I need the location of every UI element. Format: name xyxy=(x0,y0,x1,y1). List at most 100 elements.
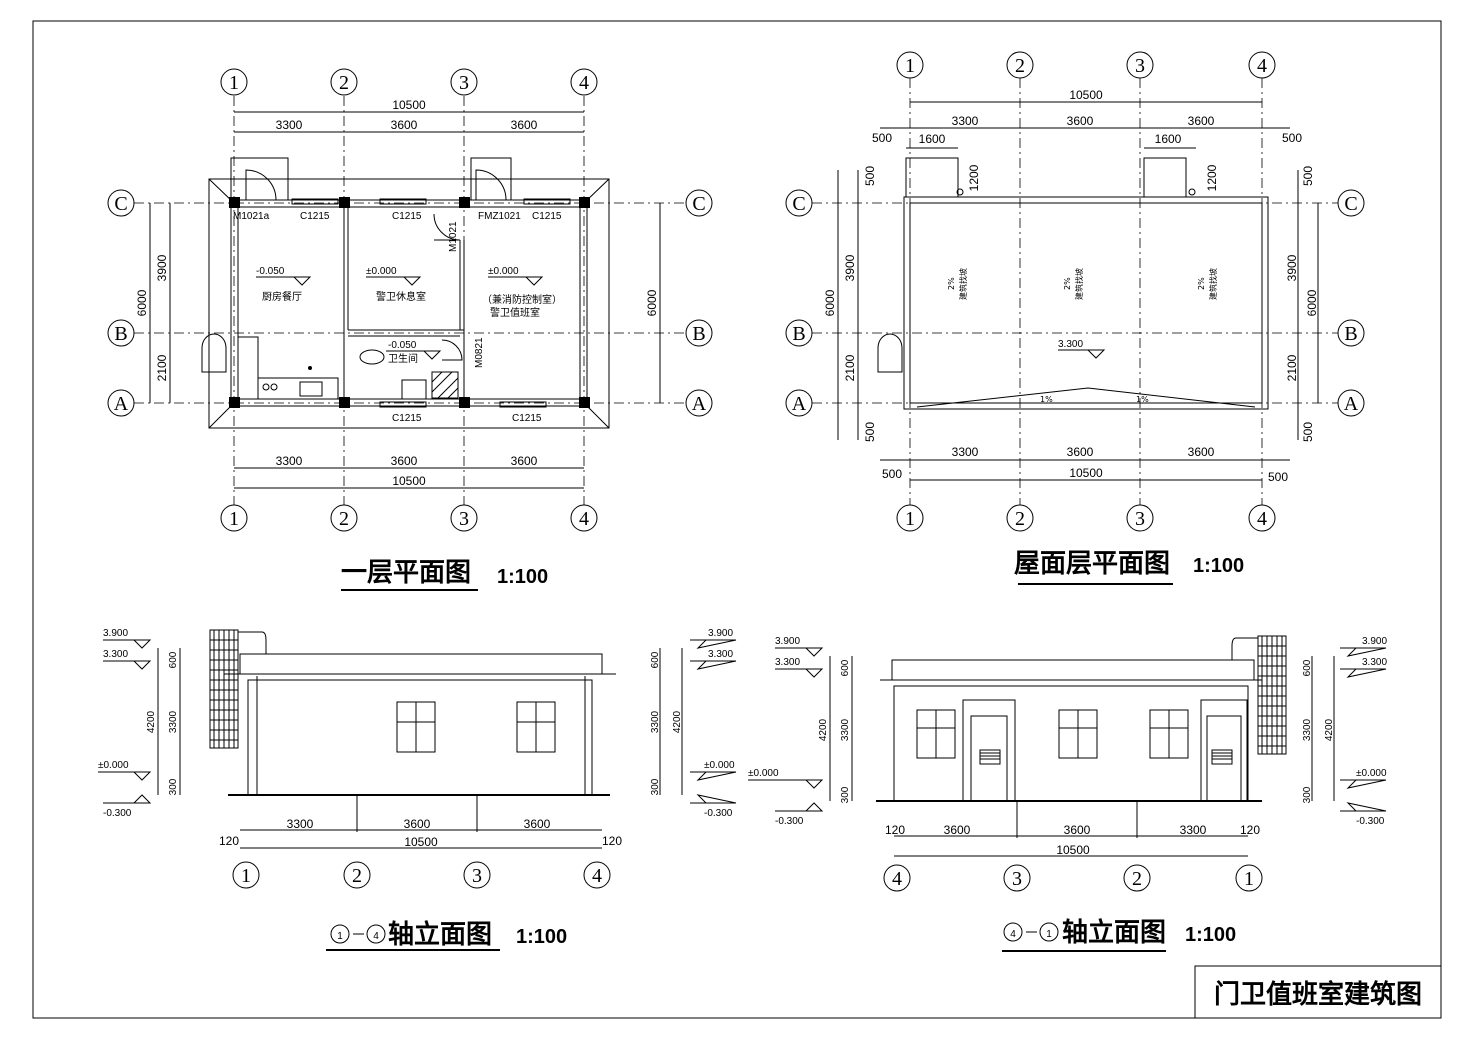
dim-depth: 6000 xyxy=(645,289,659,316)
roof-slope: 2% xyxy=(947,277,956,290)
sheet-border xyxy=(32,20,1442,1019)
axis-a: A xyxy=(692,393,707,415)
level-top: 3.900 xyxy=(103,628,128,639)
room-rest: 警卫休息室 xyxy=(376,290,426,303)
dim-wall: 120 xyxy=(1240,823,1260,837)
dim-ca: 3900 xyxy=(843,254,857,281)
dim-canopy-d: 1200 xyxy=(1205,164,1219,191)
room-kitchen: 厨房餐厅 xyxy=(262,290,302,303)
elevation2-scale: 1:100 xyxy=(1185,924,1236,946)
axis-4: 4 xyxy=(592,865,602,887)
door-label-m0821: M0821 xyxy=(474,337,485,368)
dim-floor: 3300 xyxy=(650,710,661,733)
axis-4: 4 xyxy=(1257,55,1267,77)
elevation1-scale: 1:100 xyxy=(516,926,567,948)
axis-3: 3 xyxy=(1135,508,1145,530)
axis-2: 2 xyxy=(1015,508,1025,530)
elevation1-title: 轴立面图 xyxy=(388,919,492,950)
level-ground: ±0.000 xyxy=(98,760,129,771)
roof-slope-note: 建筑找坡 xyxy=(1074,268,1084,300)
axis-c: C xyxy=(792,193,805,215)
dim-bay3: 3600 xyxy=(511,118,538,132)
plan-title: 一层平面图 xyxy=(341,558,471,588)
level-top: 3.900 xyxy=(708,628,733,639)
title-axis-from: 4 xyxy=(1010,929,1016,940)
dim-bay2: 3600 xyxy=(1067,445,1094,459)
axis-3: 3 xyxy=(472,865,482,887)
title-axis-from: 1 xyxy=(337,931,343,942)
axis-2: 2 xyxy=(1132,868,1142,890)
axis-2: 2 xyxy=(1015,55,1025,77)
roof-slope: 2% xyxy=(1063,277,1072,290)
plan-scale: 1:100 xyxy=(497,566,548,588)
roof-slope-note: 建筑找坡 xyxy=(958,268,968,300)
dim-bay1: 3300 xyxy=(1180,823,1207,837)
window-label: C1215 xyxy=(392,413,422,424)
axis-4: 4 xyxy=(579,508,589,530)
axis-1: 1 xyxy=(229,72,239,94)
room-wc: 卫生间 xyxy=(388,352,418,365)
dim-overhang: 500 xyxy=(1301,422,1315,442)
dim-bay1: 3300 xyxy=(276,118,303,132)
dim-height: 4200 xyxy=(818,718,829,741)
dim-height: 4200 xyxy=(672,710,683,733)
dim-bay2: 3600 xyxy=(404,817,431,831)
dim-ab: 2100 xyxy=(1285,354,1299,381)
dim-parapet: 600 xyxy=(650,651,661,668)
title-axis-to: 1 xyxy=(1046,929,1052,940)
axis-2: 2 xyxy=(339,72,349,94)
roof-slope-note: 建筑找坡 xyxy=(1208,268,1218,300)
title-axis-to: 4 xyxy=(373,931,379,942)
dim-bay1: 3300 xyxy=(287,817,314,831)
dim-parapet: 600 xyxy=(840,659,851,676)
dim-height: 4200 xyxy=(146,710,157,733)
elevation-kitchen: -0.050 xyxy=(256,266,285,277)
dim-bay3: 3600 xyxy=(944,823,971,837)
dim-overhang: 500 xyxy=(863,422,877,442)
axis-1: 1 xyxy=(905,55,915,77)
axis-b: B xyxy=(114,323,127,345)
dim-total: 10500 xyxy=(1069,88,1103,102)
dim-height: 4200 xyxy=(1324,718,1335,741)
level-ground: ±0.000 xyxy=(748,768,779,779)
dim-bay1: 3300 xyxy=(952,445,979,459)
window-label: C1215 xyxy=(512,413,542,424)
roof-plan-scale: 1:100 xyxy=(1193,555,1244,577)
window-label: C1215 xyxy=(392,211,422,222)
dim-bay2: 3600 xyxy=(1064,823,1091,837)
roof-plan-title: 屋面层平面图 xyxy=(1014,549,1170,579)
dim-floor: 3300 xyxy=(1302,718,1313,741)
dim-overhang: 500 xyxy=(1268,470,1288,484)
dim-parapet: 600 xyxy=(168,651,179,668)
dim-bay1: 3600 xyxy=(1188,114,1215,128)
level-roof: 3.300 xyxy=(103,649,128,660)
dim-plinth: 300 xyxy=(840,786,851,803)
level-ground: ±0.000 xyxy=(704,760,735,771)
dim-bay3: 3600 xyxy=(1188,445,1215,459)
dim-bay3: 3600 xyxy=(524,817,551,831)
dim-parapet: 600 xyxy=(1302,659,1313,676)
level-ground: ±0.000 xyxy=(1356,768,1387,779)
dim-plinth: 300 xyxy=(168,778,179,795)
dim-floor: 3300 xyxy=(168,710,179,733)
dim-bay2: 3600 xyxy=(391,454,418,468)
level-top: 3.900 xyxy=(775,636,800,647)
elevation-rest: ±0.000 xyxy=(366,266,397,277)
roof-plan: 2% 建筑找坡 2% 建筑找坡 2% 建筑找坡 3.300 1% 1% 1050… xyxy=(785,51,1365,585)
dim-wall: 120 xyxy=(885,823,905,837)
axis-1: 1 xyxy=(1244,868,1254,890)
drawing-title: 门卫值班室建筑图 xyxy=(1214,979,1422,1010)
elevation2-title: 轴立面图 xyxy=(1062,917,1166,948)
dim-canopy-w: 1600 xyxy=(1155,132,1182,146)
axis-2: 2 xyxy=(352,865,362,887)
ground-floor-plan: M1021a C1215 C1215 FMZ1021 C1215 M1021 M… xyxy=(107,68,713,591)
axis-a: A xyxy=(792,393,807,415)
window-label: C1215 xyxy=(532,211,562,222)
dim-ca: 3900 xyxy=(155,254,169,281)
dim-plinth: 300 xyxy=(1302,786,1313,803)
room-control-note: （兼消防控制室） xyxy=(482,293,562,306)
axis-c: C xyxy=(114,193,127,215)
axis-4: 4 xyxy=(1257,508,1267,530)
dim-depth: 6000 xyxy=(823,289,837,316)
